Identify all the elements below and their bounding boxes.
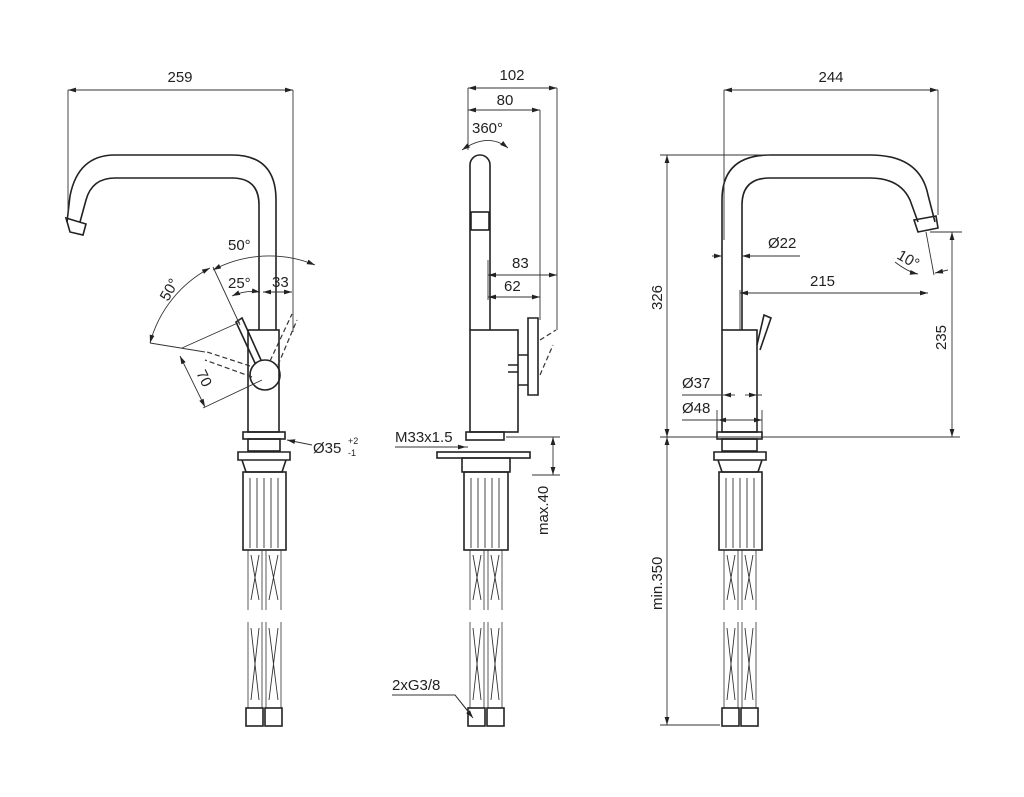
tolerance-plus: +2 — [348, 436, 358, 446]
dim-base-dia: Ø48 — [682, 400, 710, 417]
rear-view: 244 326 min.350 235 Ø22 215 10° Ø37 Ø48 — [649, 69, 962, 727]
dim-connections: 2xG3/8 — [392, 677, 440, 694]
dim-body-dia: Ø37 — [682, 375, 710, 392]
dim-lever: 70 — [192, 367, 215, 389]
dim-width: 102 — [499, 67, 524, 84]
dim-max-thickness: max.40 — [535, 486, 552, 535]
dim-rotation: 360° — [472, 120, 503, 137]
dim-base-dia: Ø35 — [313, 440, 341, 457]
front-view: 259 50° 50° 25° 33 70 Ø35 +2 -1 — [64, 69, 358, 727]
dim-reach: 215 — [810, 273, 835, 290]
dim-offset: 33 — [272, 274, 289, 291]
dim-height: 326 — [649, 285, 666, 310]
dim-hose-length: min.350 — [649, 557, 666, 610]
dim-spout-dia: Ø22 — [768, 235, 796, 252]
dim-width-2: 80 — [497, 92, 514, 109]
side-view: 102 80 360° 83 62 M33x1.5 max.40 2xG3/8 — [392, 67, 560, 727]
dim-swing-small: 25° — [228, 275, 251, 292]
dim-swing-left: 50° — [157, 276, 183, 304]
dim-reach-2: 62 — [504, 278, 521, 295]
tolerance-minus: -1 — [348, 448, 356, 458]
dim-swing-total: 50° — [228, 237, 251, 254]
dim-thread: M33x1.5 — [395, 429, 453, 446]
dim-reach-1: 83 — [512, 255, 529, 272]
dim-spout-height: 235 — [933, 325, 950, 350]
dim-angle: 10° — [894, 247, 922, 273]
dim-width: 244 — [818, 69, 843, 86]
dim-width: 259 — [167, 69, 192, 86]
